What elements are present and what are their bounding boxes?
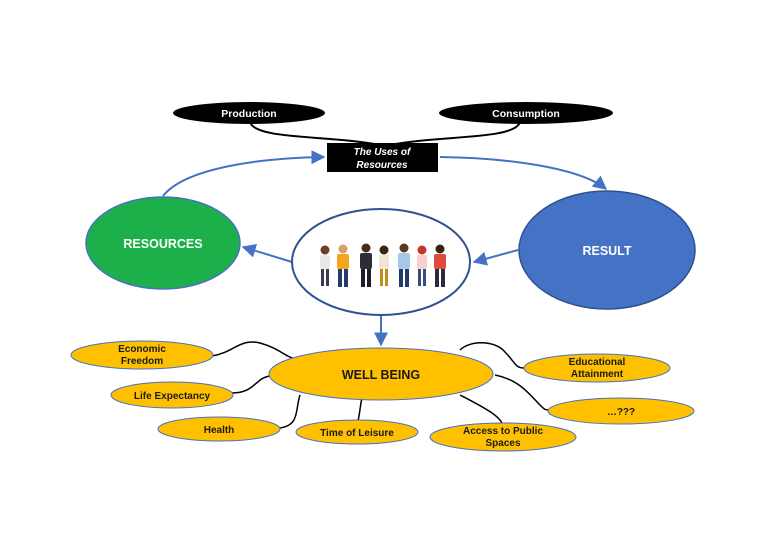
- result-label: RESULT: [582, 244, 631, 258]
- economic-freedom-label-2: Freedom: [121, 356, 163, 367]
- arrow-resources-to-uses: [162, 150, 326, 197]
- time-of-leisure-node: [295, 419, 419, 445]
- access-public-spaces-label-2: Spaces: [485, 438, 520, 449]
- life-expectancy-node: [110, 381, 234, 409]
- educational-attainment-node: [523, 353, 671, 383]
- life-expectancy-label: Life Expectancy: [134, 391, 211, 402]
- economic-freedom-node: [70, 340, 214, 370]
- unknown-factor-node: [547, 397, 695, 425]
- production-label: Production: [221, 108, 276, 120]
- production-node: [173, 102, 325, 124]
- group-of-people-icon: [320, 243, 446, 287]
- arrow-result-to-people: [472, 249, 519, 266]
- educational-attainment-label-1: Educational: [569, 357, 626, 368]
- production-connector: [249, 121, 381, 146]
- health-label: Health: [204, 425, 235, 436]
- consumption-connector: [389, 121, 521, 146]
- arrow-uses-to-result: [439, 156, 608, 190]
- economic-freedom-label-1: Economic: [118, 344, 166, 355]
- resources-node: [85, 196, 241, 290]
- educational-attainment-label-2: Attainment: [571, 369, 624, 380]
- access-public-spaces-node: [429, 422, 577, 452]
- resources-label: RESOURCES: [123, 237, 202, 251]
- result-node: [518, 190, 696, 310]
- health-node: [157, 416, 281, 442]
- uses-of-resources-box: [327, 143, 438, 172]
- consumption-label: Consumption: [492, 108, 560, 120]
- well-being-node: [268, 347, 494, 401]
- time-of-leisure-label: Time of Leisure: [320, 428, 394, 439]
- unknown-factor-label: …???: [607, 407, 635, 418]
- arrow-people-to-resources: [241, 243, 293, 263]
- consumption-node: [439, 102, 613, 124]
- well-being-label: WELL BEING: [342, 368, 420, 382]
- uses-line1: The Uses of: [354, 147, 412, 158]
- access-public-spaces-label-1: Access to Public: [463, 426, 543, 437]
- uses-line2: Resources: [356, 160, 408, 171]
